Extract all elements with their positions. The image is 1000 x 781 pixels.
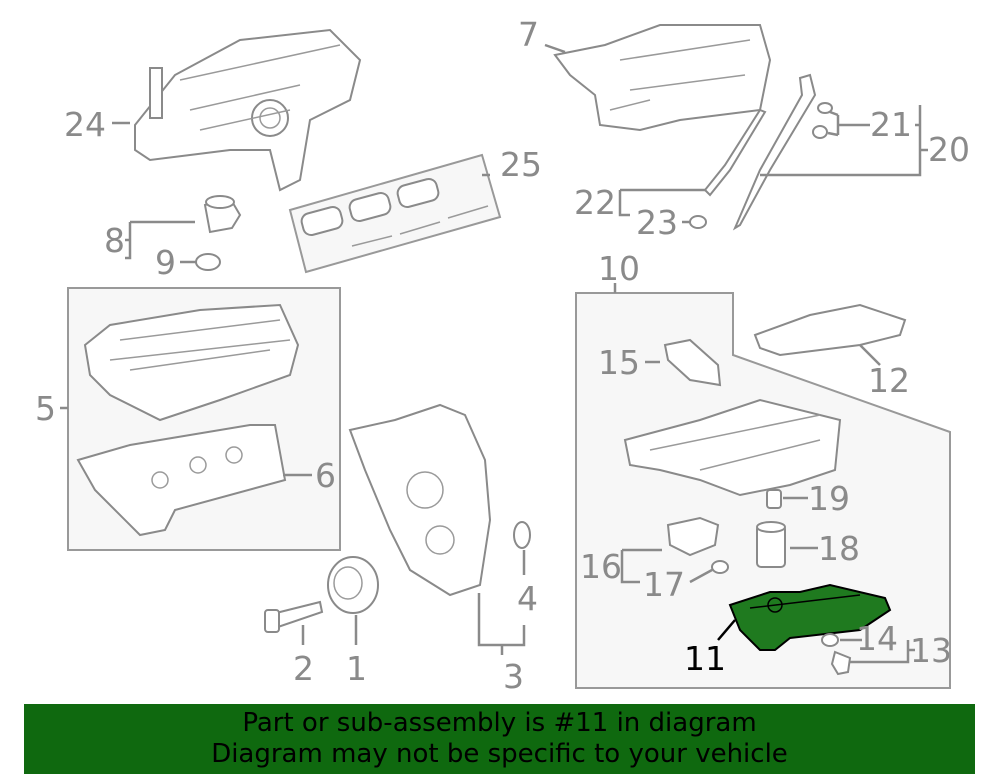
oil-baffle-part[interactable] (753, 303, 907, 357)
selected-part-banner: Part or sub-assembly is #11 in diagram D… (24, 704, 975, 774)
valve-cover-part[interactable] (83, 303, 300, 422)
cap-seal-part[interactable] (195, 253, 221, 271)
intake-manifold-part[interactable] (134, 28, 362, 192)
drain-plug-part[interactable] (830, 650, 852, 676)
callout-9[interactable]: 9 (155, 243, 176, 282)
oil-drain-plug-part[interactable] (766, 489, 782, 509)
callout-21[interactable]: 21 (870, 105, 912, 144)
callout-10[interactable]: 10 (598, 249, 640, 288)
leader-line-11 (717, 619, 736, 641)
lower-oil-pan-part-highlighted[interactable] (728, 583, 892, 651)
callout-17[interactable]: 17 (643, 565, 685, 604)
group-box-25 (288, 153, 502, 274)
callout-20[interactable]: 20 (928, 130, 970, 169)
callout-18[interactable]: 18 (818, 529, 860, 568)
callout-15[interactable]: 15 (598, 343, 640, 382)
oil-pan-upper-bracket-part[interactable] (663, 338, 722, 387)
callout-6[interactable]: 6 (315, 456, 336, 495)
intake-gasket-part[interactable] (300, 177, 489, 247)
engine-cover-part[interactable] (553, 24, 772, 132)
callout-2[interactable]: 2 (293, 649, 314, 688)
callout-16[interactable]: 16 (580, 547, 622, 586)
callout-14[interactable]: 14 (856, 619, 898, 658)
sender-seal-part[interactable] (711, 560, 729, 574)
callout-13[interactable]: 13 (910, 631, 952, 670)
callout-1[interactable]: 1 (346, 649, 367, 688)
banner-line-part-number: Part or sub-assembly is #11 in diagram (242, 708, 757, 738)
upper-oil-pan-part[interactable] (623, 398, 842, 497)
dipstick-part[interactable] (689, 73, 833, 231)
timing-cover-part[interactable] (348, 403, 492, 597)
oil-pressure-sender-part[interactable] (666, 516, 720, 557)
callout-19[interactable]: 19 (808, 479, 850, 518)
front-seal-part[interactable] (513, 521, 531, 549)
callout-12[interactable]: 12 (868, 361, 910, 400)
callout-7[interactable]: 7 (518, 15, 539, 54)
oil-filler-cap-part[interactable] (203, 195, 242, 234)
valve-cover-gasket-part[interactable] (76, 424, 287, 537)
callout-22[interactable]: 22 (574, 183, 616, 222)
banner-line-disclaimer: Diagram may not be specific to your vehi… (211, 739, 788, 769)
oil-filter-part[interactable] (756, 521, 786, 568)
callout-3[interactable]: 3 (503, 657, 524, 696)
drain-plug-gasket-part[interactable] (821, 633, 839, 647)
crankshaft-pulley-part[interactable] (327, 556, 379, 614)
callout-11[interactable]: 11 (684, 639, 726, 678)
callout-25[interactable]: 25 (500, 145, 542, 184)
callout-8[interactable]: 8 (104, 221, 125, 260)
pulley-bolt-part[interactable] (264, 600, 324, 633)
leader-lines (60, 43, 928, 664)
callout-4[interactable]: 4 (517, 579, 538, 618)
callout-23[interactable]: 23 (636, 203, 678, 242)
callout-24[interactable]: 24 (64, 105, 106, 144)
callout-5[interactable]: 5 (35, 389, 56, 428)
